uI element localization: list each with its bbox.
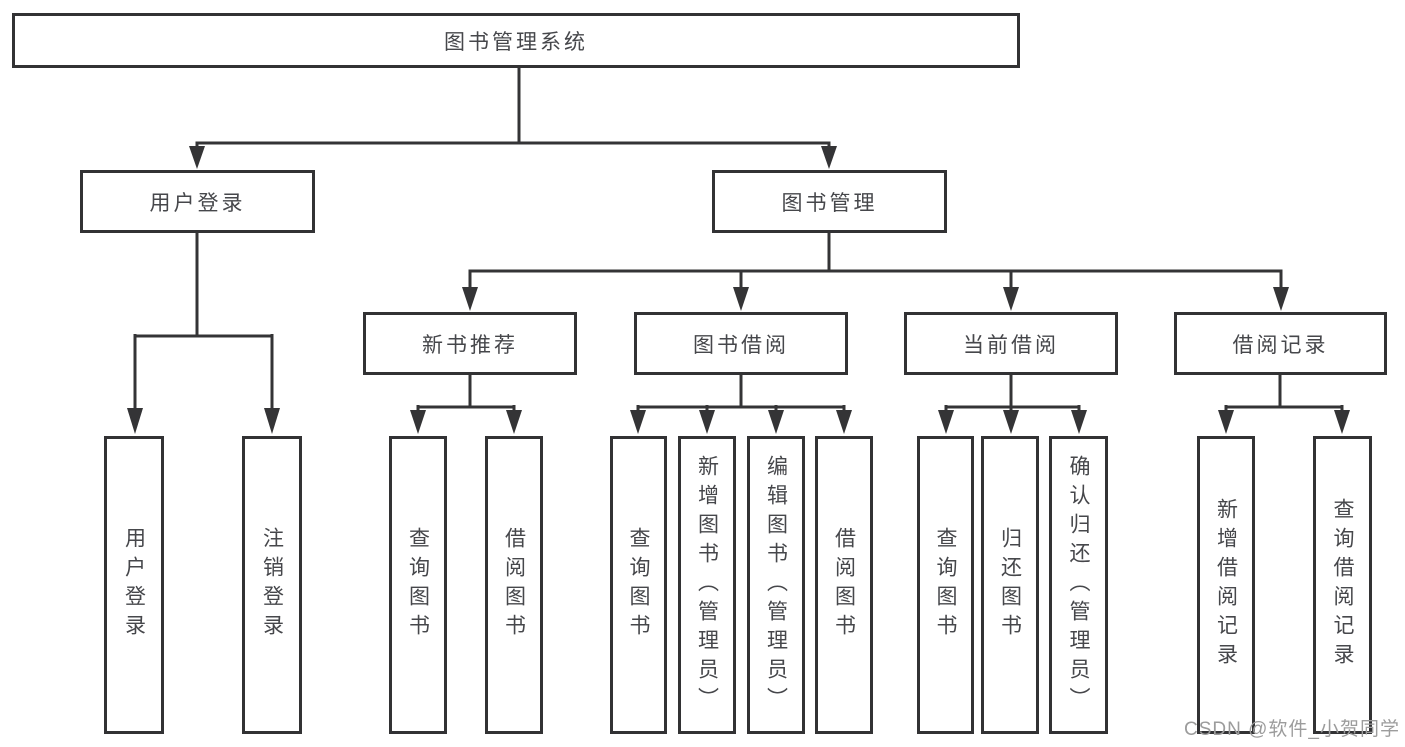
leaf-confirm-return-admin-label: 确认归还（管理员） (1067, 454, 1090, 716)
node-current-borrowing-label: 当前借阅 (963, 333, 1059, 357)
node-book-borrowing: 图书借阅 (634, 312, 848, 375)
leaf-add-books-admin: 新增图书（管理员） (678, 436, 736, 734)
node-book-management-label: 图书管理 (781, 191, 878, 215)
leaf-borrow-books-borrowing-label: 借阅图书 (832, 527, 856, 643)
leaf-query-borrow-record-label: 查询借阅记录 (1331, 498, 1354, 672)
node-root: 图书管理系统 (12, 13, 1020, 68)
csdn-watermark: CSDN @软件_小贺同学 (1184, 719, 1400, 740)
arrowheads (127, 146, 1350, 434)
node-root-label: 图书管理系统 (444, 30, 588, 54)
node-new-book-recommend: 新书推荐 (363, 312, 577, 375)
leaf-user-login-label: 用户登录 (122, 527, 146, 643)
node-borrowing-records-label: 借阅记录 (1232, 333, 1329, 357)
leaf-confirm-return-admin: 确认归还（管理员） (1049, 436, 1108, 734)
leaf-logout-label: 注销登录 (260, 527, 284, 643)
leaf-user-login: 用户登录 (104, 436, 164, 734)
leaf-return-books-label: 归还图书 (998, 527, 1022, 643)
node-new-book-recommend-label: 新书推荐 (422, 333, 518, 357)
leaf-query-books-current-label: 查询图书 (934, 527, 957, 643)
leaf-add-books-admin-label: 新增图书（管理员） (695, 454, 719, 716)
node-book-borrowing-label: 图书借阅 (693, 333, 789, 357)
leaf-query-books-recommend: 查询图书 (389, 436, 447, 734)
node-borrowing-records: 借阅记录 (1174, 312, 1387, 375)
leaf-edit-books-admin: 编辑图书（管理员） (747, 436, 805, 734)
leaf-query-books-borrowing-label: 查询图书 (627, 527, 650, 643)
leaf-logout: 注销登录 (242, 436, 302, 734)
leaf-borrow-books-borrowing: 借阅图书 (815, 436, 873, 734)
node-user-login: 用户登录 (80, 170, 315, 233)
leaf-edit-books-admin-label: 编辑图书（管理员） (764, 454, 788, 716)
leaf-query-borrow-record: 查询借阅记录 (1313, 436, 1372, 734)
leaf-borrow-books-recommend: 借阅图书 (485, 436, 543, 734)
connector-paths (133, 67, 1344, 411)
leaf-query-books-borrowing: 查询图书 (610, 436, 667, 734)
node-book-management: 图书管理 (712, 170, 947, 233)
node-current-borrowing: 当前借阅 (904, 312, 1118, 375)
leaf-query-books-current: 查询图书 (917, 436, 974, 734)
leaf-return-books: 归还图书 (981, 436, 1039, 734)
leaf-add-borrow-record: 新增借阅记录 (1197, 436, 1255, 734)
leaf-borrow-books-recommend-label: 借阅图书 (502, 527, 526, 643)
leaf-add-borrow-record-label: 新增借阅记录 (1214, 498, 1238, 672)
node-user-login-label: 用户登录 (149, 191, 246, 215)
leaf-query-books-recommend-label: 查询图书 (406, 527, 430, 643)
